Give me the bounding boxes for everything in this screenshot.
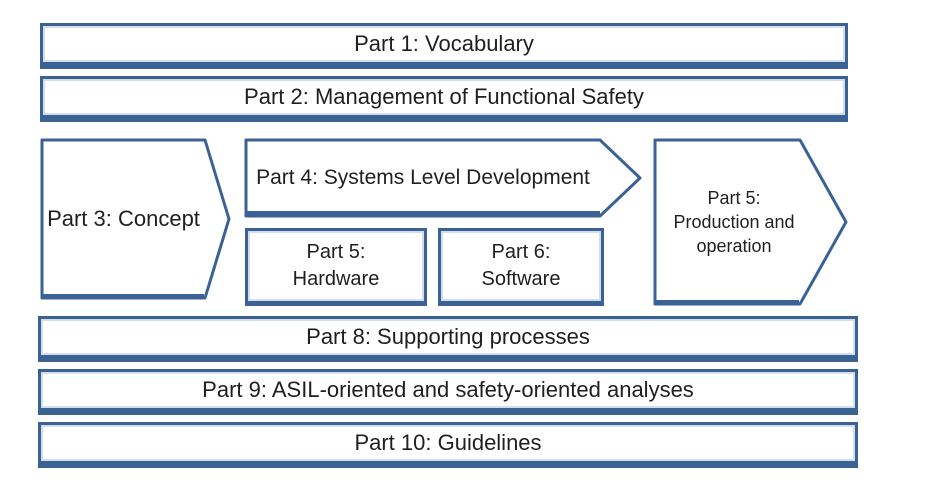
bar-part-1-label: Part 1: Vocabulary	[354, 31, 534, 56]
production-label-wrap: Part 5: Production and operation	[655, 138, 813, 306]
production-chevron-shape	[653, 138, 848, 306]
bar-part-10-guidelines: Part 10: Guidelines	[38, 422, 858, 468]
concept-label-wrap: Part 3: Concept	[40, 138, 207, 300]
bar-part-9-label: Part 9: ASIL-oriented and safety-oriente…	[202, 377, 694, 402]
bar-part-8-label: Part 8: Supporting processes	[306, 324, 590, 349]
shape-part-5-production: Part 5: Production and operation	[653, 138, 849, 308]
box-part-6-software: Part 6: Software	[438, 228, 604, 306]
systems-arrow-shape	[244, 138, 642, 218]
shape-part-4-systems: Part 4: Systems Level Development	[244, 138, 644, 222]
production-label-line3: operation	[696, 236, 772, 257]
bar-part-2-management: Part 2: Management of Functional Safety	[40, 76, 848, 122]
bar-part-9-asil: Part 9: ASIL-oriented and safety-oriente…	[38, 369, 858, 415]
systems-label: Part 4: Systems Level Development	[256, 166, 590, 189]
hardware-label-line2: Hardware	[292, 268, 380, 290]
software-label-line1: Part 6:	[491, 241, 551, 263]
hardware-label-line1: Part 5:	[306, 241, 366, 263]
concept-chevron-shape	[40, 138, 231, 300]
production-label-line2: Production and	[673, 211, 795, 232]
bar-part-10-label: Part 10: Guidelines	[354, 430, 542, 455]
bar-part-2-label: Part 2: Management of Functional Safety	[244, 84, 644, 109]
bar-part-8-supporting: Part 8: Supporting processes	[38, 316, 858, 362]
box-part-5-hardware: Part 5: Hardware	[245, 228, 427, 306]
bar-part-1-vocabulary: Part 1: Vocabulary	[40, 23, 848, 69]
production-label-line1: Part 5:	[707, 187, 761, 208]
systems-label-wrap: Part 4: Systems Level Development	[246, 138, 600, 218]
concept-label: Part 3: Concept	[47, 206, 200, 231]
shape-part-3-concept: Part 3: Concept	[40, 138, 232, 302]
software-label-line2: Software	[481, 268, 561, 290]
